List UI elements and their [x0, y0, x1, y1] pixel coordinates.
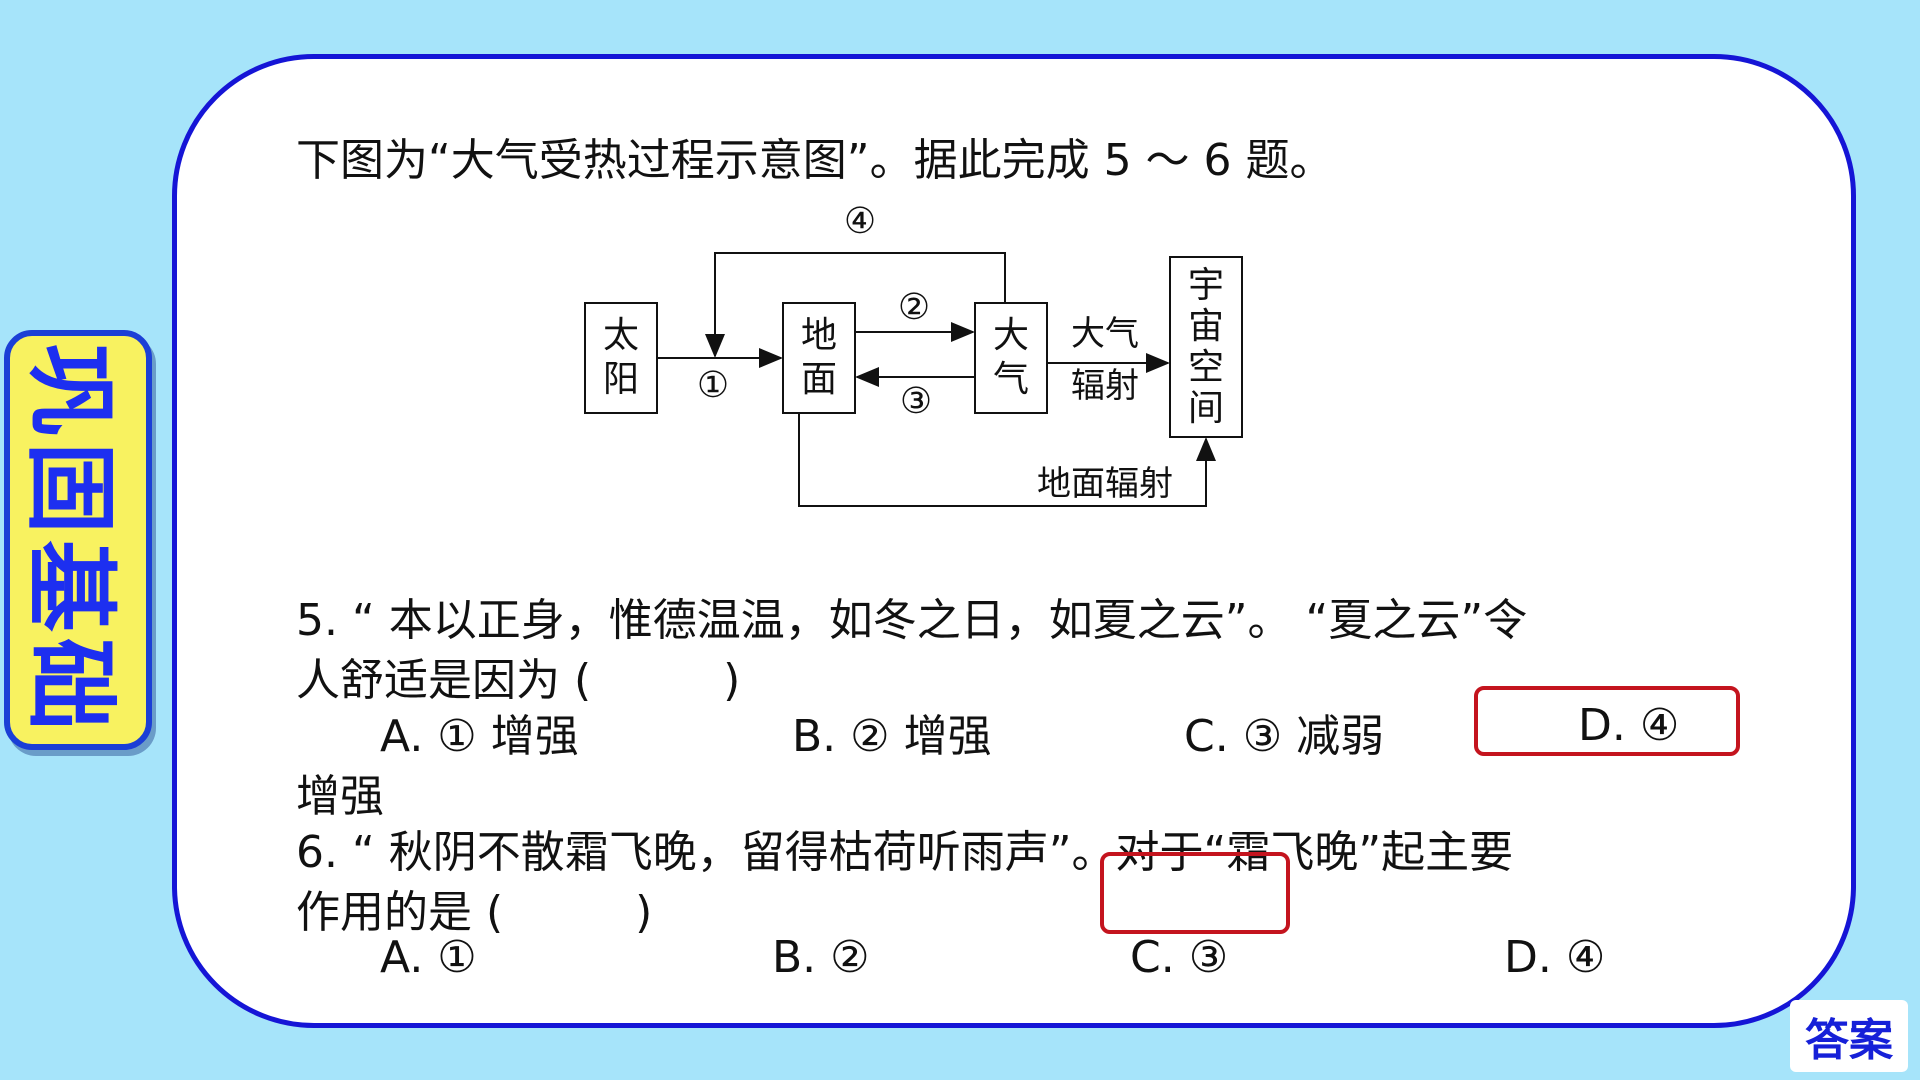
section-tab-label: 巩固基础	[16, 343, 124, 737]
q6-option-c[interactable]: C. ③	[1130, 932, 1229, 983]
space-label-3: 空	[1188, 347, 1224, 388]
atmospheric-radiation-label-1: 大气	[1071, 314, 1139, 354]
q5-option-c[interactable]: C. ③ 减弱	[1184, 711, 1385, 762]
ground-label-2: 面	[801, 359, 837, 400]
q6-option-a[interactable]: A. ①	[380, 932, 477, 983]
ground-label-1: 地	[801, 315, 837, 356]
intro-text: 下图为“大气受热过程示意图”。据此完成 5 ～ 6 题。	[296, 135, 1334, 186]
q6-option-b[interactable]: B. ②	[772, 932, 870, 983]
sun-label-2: 阳	[603, 359, 639, 400]
heating-process-diagram: 太 阳 地 面 大 气 宇 宙 空 间 ① ② ③ ④ 大气 辐射 地面辐射	[584, 201, 1243, 507]
q5-option-d[interactable]: D. ④	[1578, 700, 1680, 751]
arrow-4-label: ④	[844, 201, 876, 242]
content-panel	[172, 54, 1856, 1028]
q5-option-a[interactable]: A. ① 增强	[380, 711, 579, 762]
section-tab: 巩固基础	[4, 330, 152, 750]
atmosphere-label-2: 气	[993, 359, 1029, 400]
q6-answer-highlight	[1100, 852, 1290, 934]
sun-label-1: 太	[603, 315, 639, 356]
q5-option-d-wrap: 增强	[296, 771, 384, 822]
q6-option-d[interactable]: D. ④	[1504, 932, 1606, 983]
q5-answer-highlight	[1474, 686, 1740, 756]
space-label-1: 宇	[1188, 265, 1224, 306]
sun-box	[584, 302, 658, 414]
space-label-2: 宙	[1188, 306, 1224, 347]
space-label-4: 间	[1188, 388, 1224, 429]
arrow-4	[705, 252, 1006, 358]
arrow-1-label: ①	[697, 365, 729, 406]
arrow-3-label: ③	[900, 381, 932, 422]
arrow-2-label: ②	[898, 287, 930, 328]
answer-button[interactable]: 答案	[1790, 1000, 1908, 1072]
atmosphere-label-1: 大	[993, 315, 1029, 356]
ground-box	[782, 302, 856, 414]
atmospheric-radiation-label-2: 辐射	[1071, 366, 1139, 406]
q6-stem-line2: 作用的是 ( )	[296, 887, 653, 938]
atmosphere-box	[974, 302, 1048, 414]
ground-radiation-label: 地面辐射	[1037, 464, 1173, 504]
q5-stem-line1: 5. “ 本以正身，惟德温温，如冬之日，如夏之云”。 “夏之云”令	[296, 595, 1528, 646]
q5-stem-line2: 人舒适是因为 ( )	[296, 655, 741, 706]
q5-option-b[interactable]: B. ② 增强	[792, 711, 992, 762]
ground-radiation-arrow	[798, 413, 1216, 507]
q6-stem-line1: 6. “ 秋阴不散霜飞晚，留得枯荷听雨声”。对于“霜飞晚”起主要	[296, 827, 1514, 878]
